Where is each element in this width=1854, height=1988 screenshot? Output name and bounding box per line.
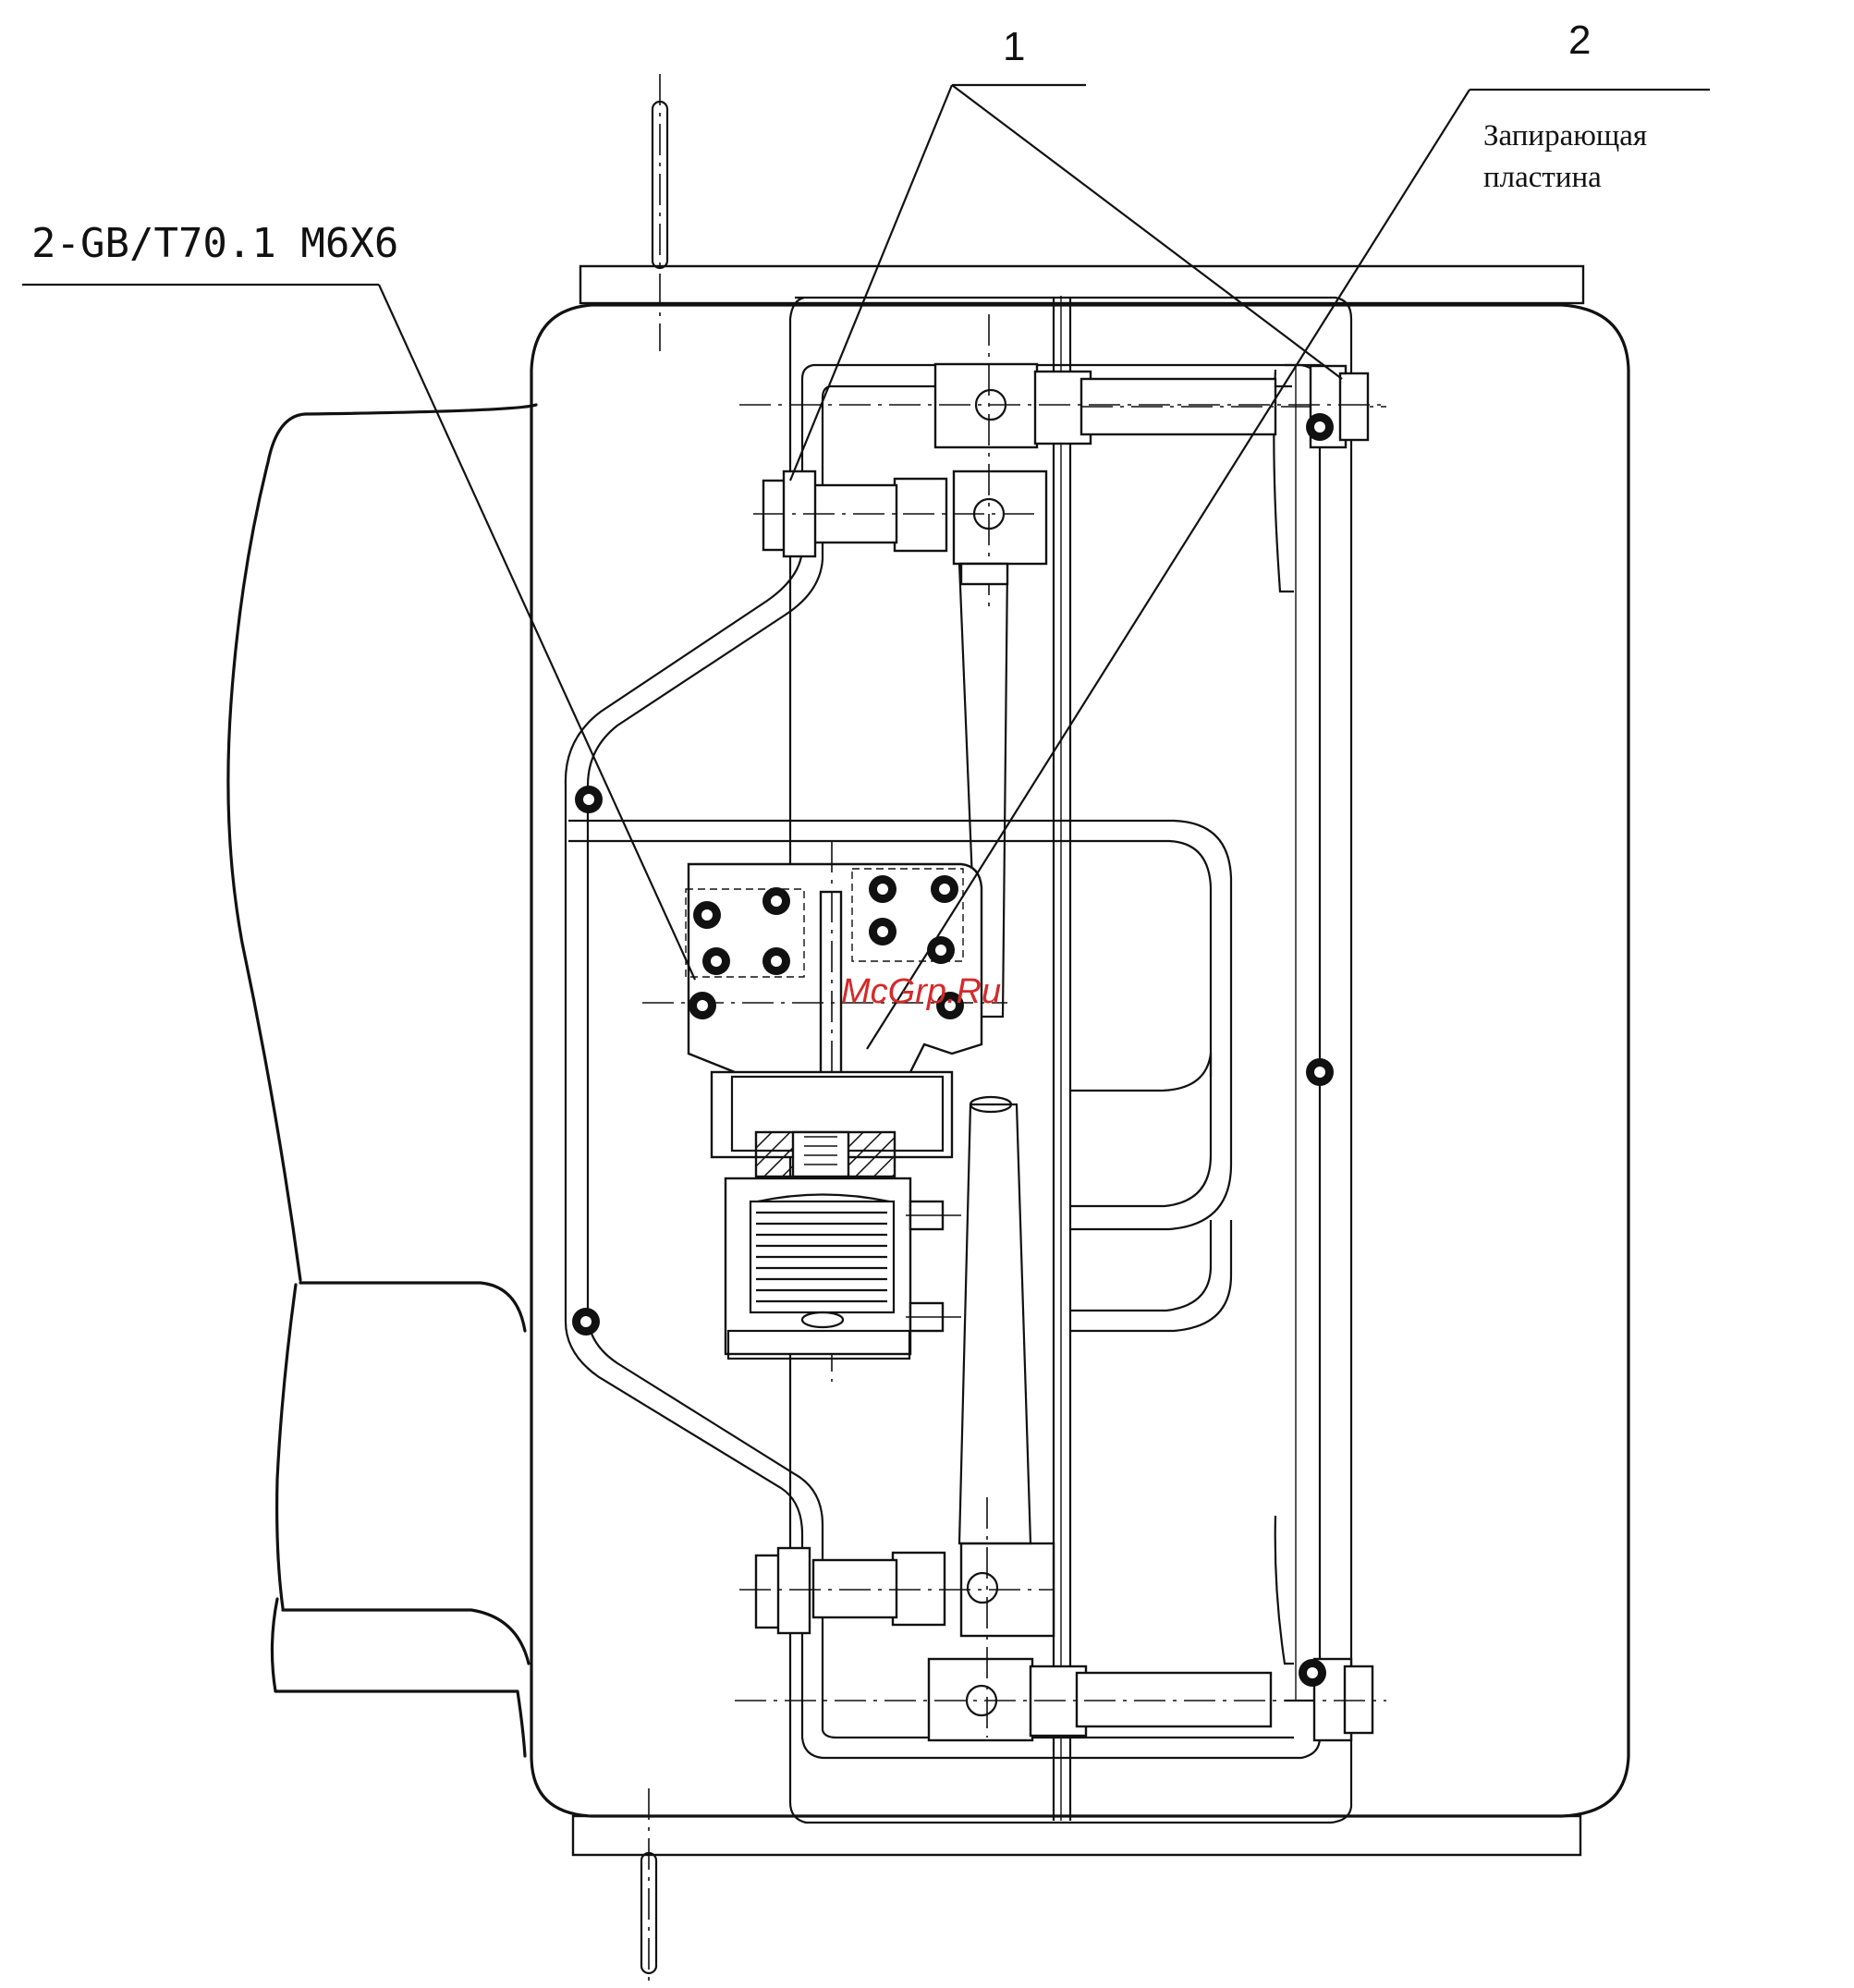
bolt-head — [762, 887, 790, 915]
bolt-head — [693, 901, 721, 929]
bolt-head — [1306, 413, 1334, 441]
bolt-head — [869, 875, 897, 903]
bolt-head — [927, 936, 955, 964]
right-link-bar — [1274, 365, 1320, 1701]
bolt-head — [931, 875, 958, 903]
top-clamp-assembly — [739, 364, 1386, 564]
bolt-head — [1306, 1058, 1334, 1086]
lower-lever — [959, 1097, 1031, 1738]
bolt-head — [869, 918, 897, 945]
left-wire-loop — [566, 365, 1320, 1758]
bolt-head — [1299, 1659, 1326, 1687]
bolt-head — [572, 1308, 600, 1335]
bolt-head — [702, 947, 730, 975]
bolt-spec-label: 2-GB/T70.1 M6X6 — [31, 220, 398, 267]
bolt-head — [762, 947, 790, 975]
bolt-head — [689, 992, 716, 1019]
callout-2-label: 2 — [1568, 18, 1591, 63]
locking-plate-label-line2: пластина — [1483, 161, 1602, 194]
callout-1-label: 1 — [1003, 24, 1025, 69]
housing-body — [228, 405, 536, 1756]
locking-plate-label-line1: Запирающая — [1483, 119, 1647, 152]
bolt-head — [575, 786, 603, 813]
main-frame — [531, 298, 1628, 1823]
guide-rods — [1054, 296, 1070, 1821]
inner-right-frame — [1070, 1035, 1231, 1331]
top-shaft — [653, 74, 667, 351]
watermark-text: McGrp.Ru — [841, 972, 1001, 1011]
